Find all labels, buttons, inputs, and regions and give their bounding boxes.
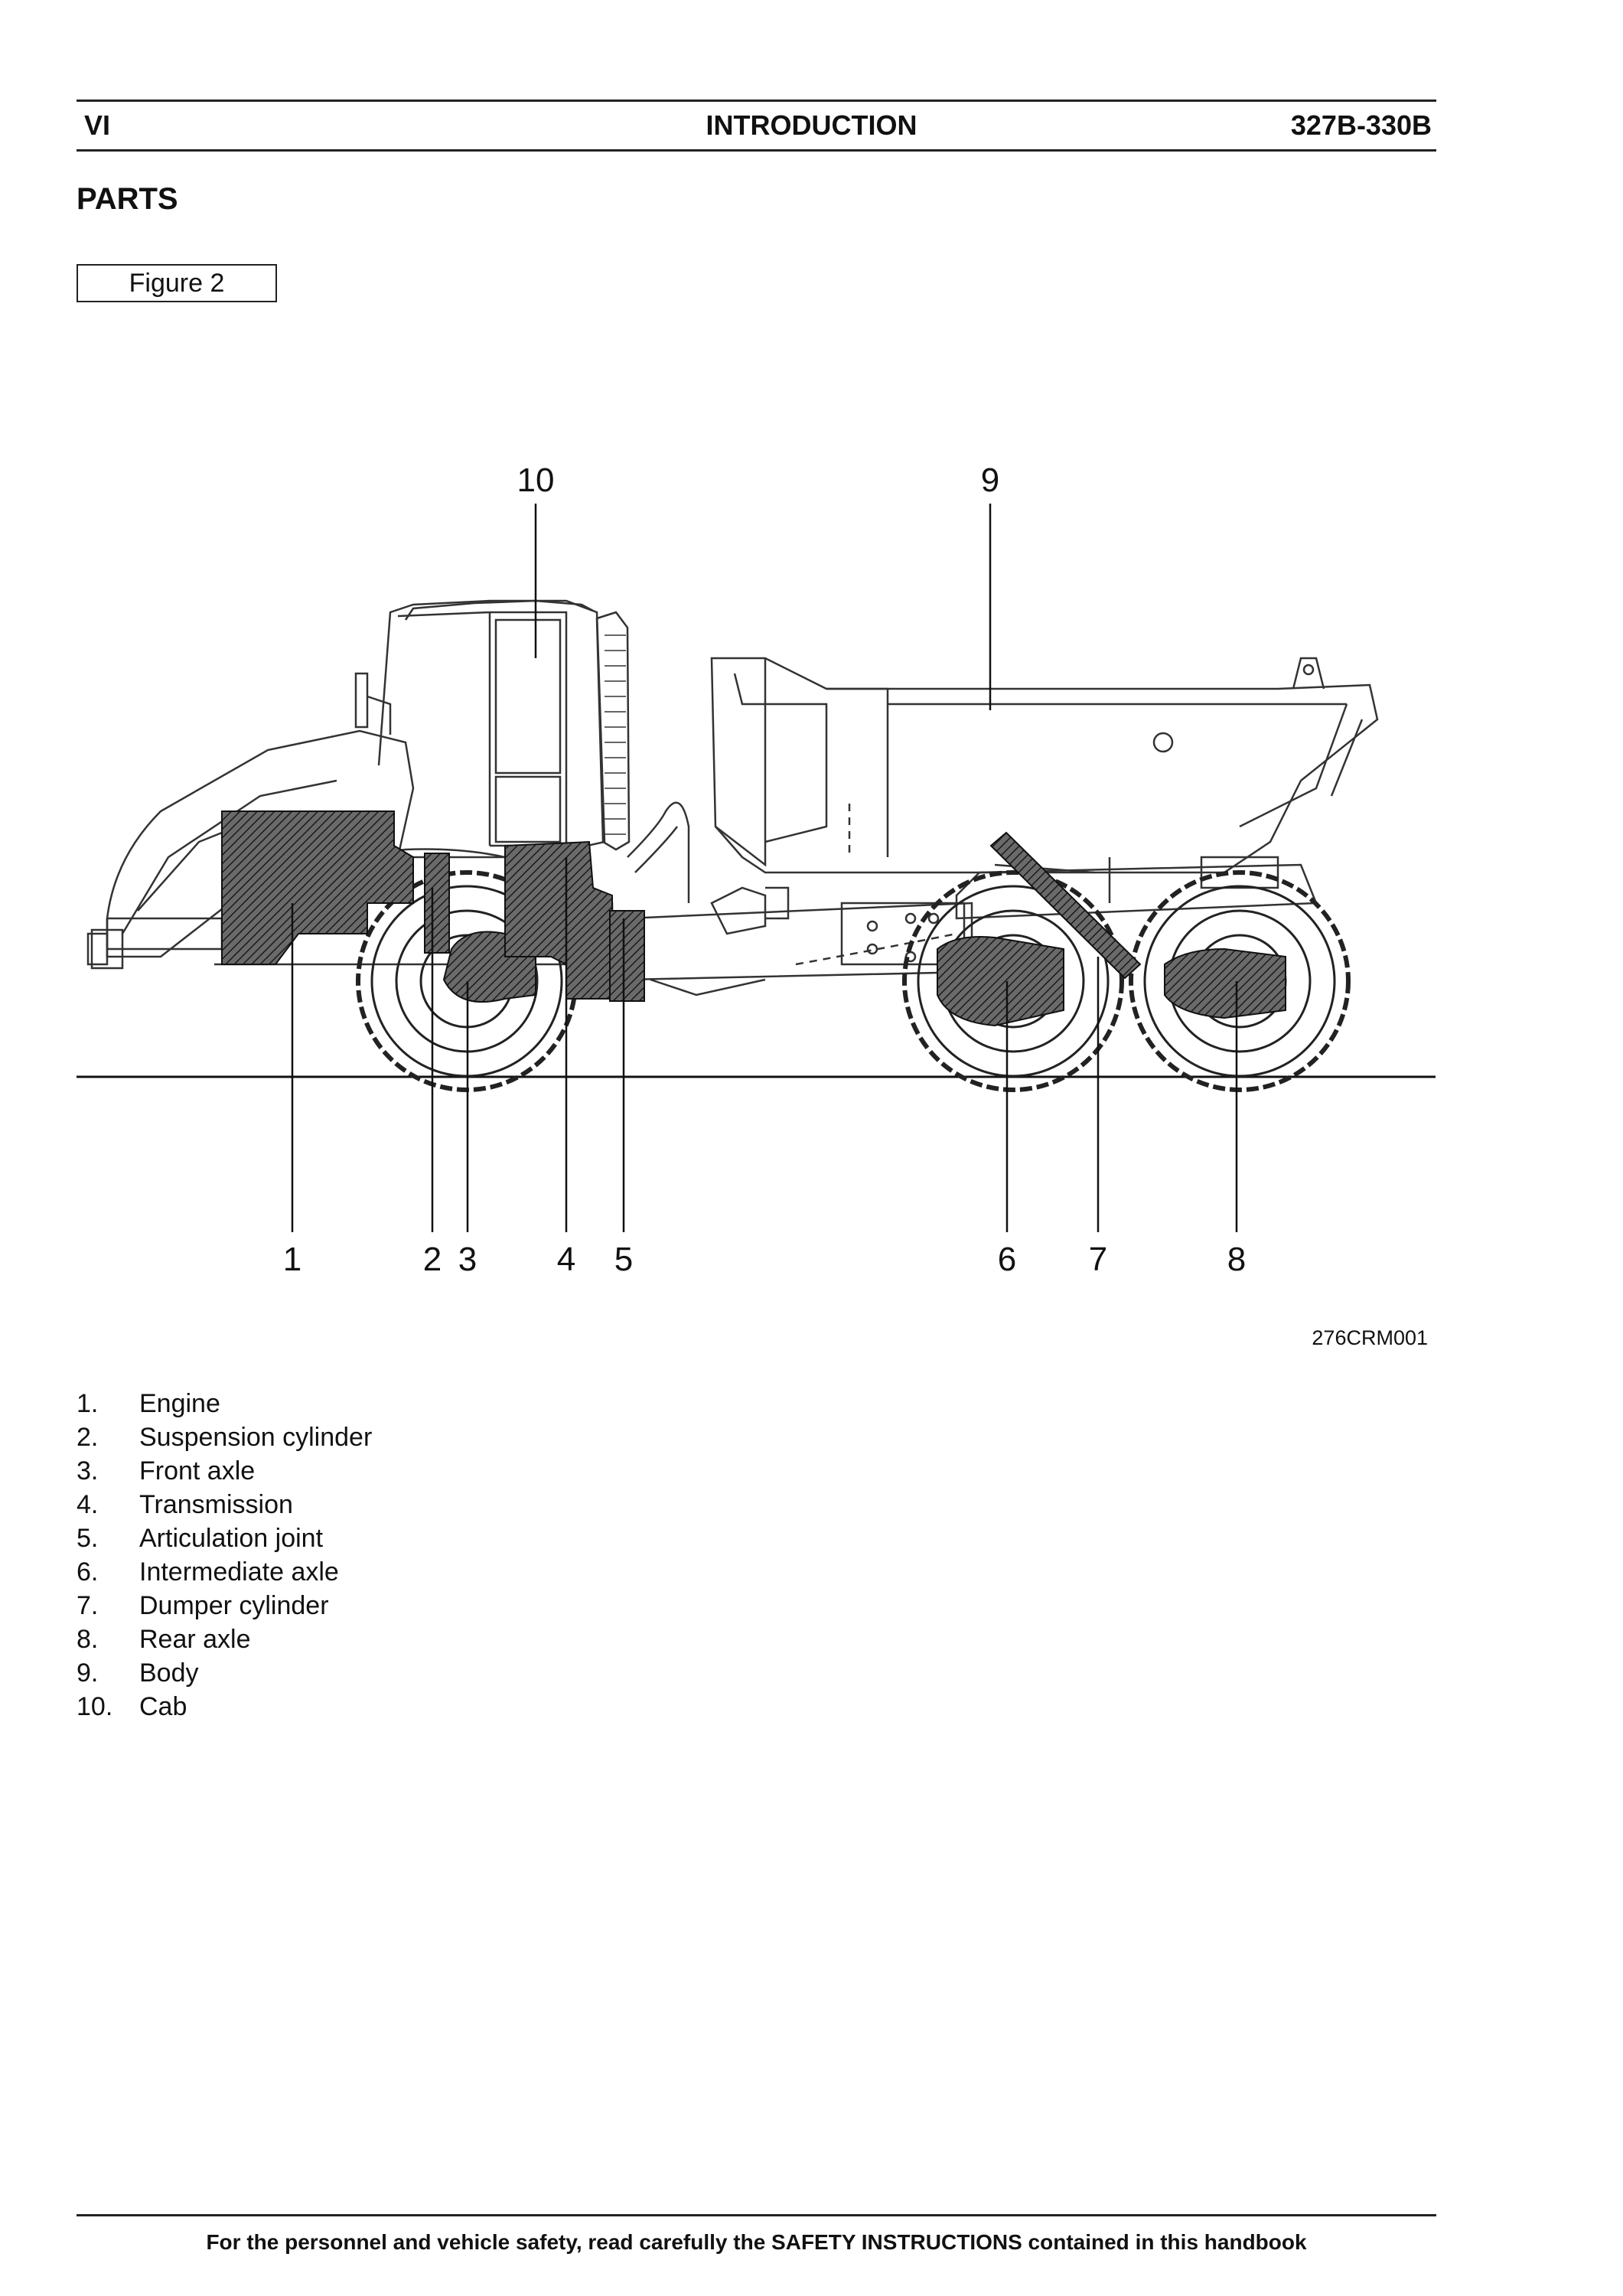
callout-5: 5 [614, 1241, 633, 1278]
callout-2: 2 [423, 1241, 442, 1278]
legend-name: Dumper cylinder [139, 1591, 329, 1620]
drawing-code: 276CRM001 [1312, 1326, 1428, 1349]
callout-3: 3 [458, 1241, 477, 1278]
legend-number: 2. [77, 1423, 99, 1452]
legend-number: 1. [77, 1389, 99, 1418]
legend-number: 5. [77, 1524, 99, 1553]
legend-name: Rear axle [139, 1625, 251, 1654]
legend-name: Transmission [139, 1490, 293, 1519]
legend-item: 1. Engine [77, 1387, 372, 1420]
legend-item: 2. Suspension cylinder [77, 1420, 372, 1454]
legend-item: 9. Body [77, 1656, 372, 1690]
legend-item: 4. Transmission [77, 1488, 372, 1521]
engine-part [221, 810, 414, 965]
legend-item: 10. Cab [77, 1690, 372, 1724]
page-title: PARTS [77, 182, 178, 216]
rear-axle-part [1164, 947, 1286, 1019]
legend-name: Cab [139, 1692, 187, 1721]
legend-item: 3. Front axle [77, 1454, 372, 1488]
legend-number: 3. [77, 1456, 99, 1486]
legend-name: Body [139, 1658, 199, 1688]
section-name: INTRODUCTION [706, 109, 917, 141]
truck-diagram: 10 9 1 2 3 4 5 6 7 8 [77, 461, 1436, 1278]
footer-note: For the personnel and vehicle safety, re… [206, 2230, 1307, 2254]
articulation-joint-part [609, 910, 645, 1002]
callout-8: 8 [1227, 1241, 1246, 1278]
legend-name: Front axle [139, 1456, 256, 1486]
legend-number: 4. [77, 1490, 99, 1519]
legend-number: 7. [77, 1591, 99, 1620]
leader-lines [291, 504, 1238, 1232]
callout-7: 7 [1089, 1241, 1107, 1278]
callout-1: 1 [283, 1241, 301, 1278]
legend-name: Articulation joint [139, 1524, 324, 1553]
parts-legend: 1. Engine 2. Suspension cylinder 3. Front a… [77, 1387, 372, 1724]
callout-10: 10 [517, 461, 555, 499]
page-number: VI [84, 109, 111, 141]
legend-name: Engine [139, 1389, 220, 1418]
legend-name: Intermediate axle [139, 1557, 339, 1587]
header-bottom-rule [77, 149, 1436, 152]
callout-4: 4 [557, 1241, 575, 1278]
header-top-rule [77, 99, 1436, 102]
transmission-part [504, 840, 613, 1000]
intermediate-axle-part [937, 936, 1064, 1027]
legend-name: Suspension cylinder [139, 1423, 373, 1452]
figure-label: Figure 2 [77, 264, 277, 302]
dumper-cylinder-part [989, 831, 1142, 980]
callout-9: 9 [981, 461, 999, 499]
footer-rule [77, 2214, 1436, 2216]
legend-number: 10. [77, 1692, 113, 1721]
legend-item: 5. Articulation joint [77, 1521, 372, 1555]
legend-item: 7. Dumper cylinder [77, 1589, 372, 1623]
legend-number: 6. [77, 1557, 99, 1587]
legend-item: 8. Rear axle [77, 1623, 372, 1656]
highlighted-parts [221, 810, 1286, 1027]
suspension-cylinder-part [424, 853, 450, 954]
legend-item: 6. Intermediate axle [77, 1555, 372, 1589]
callout-6: 6 [998, 1241, 1016, 1278]
model-number: 327B-330B [1290, 109, 1432, 141]
legend-number: 9. [77, 1658, 99, 1688]
legend-number: 8. [77, 1625, 99, 1654]
